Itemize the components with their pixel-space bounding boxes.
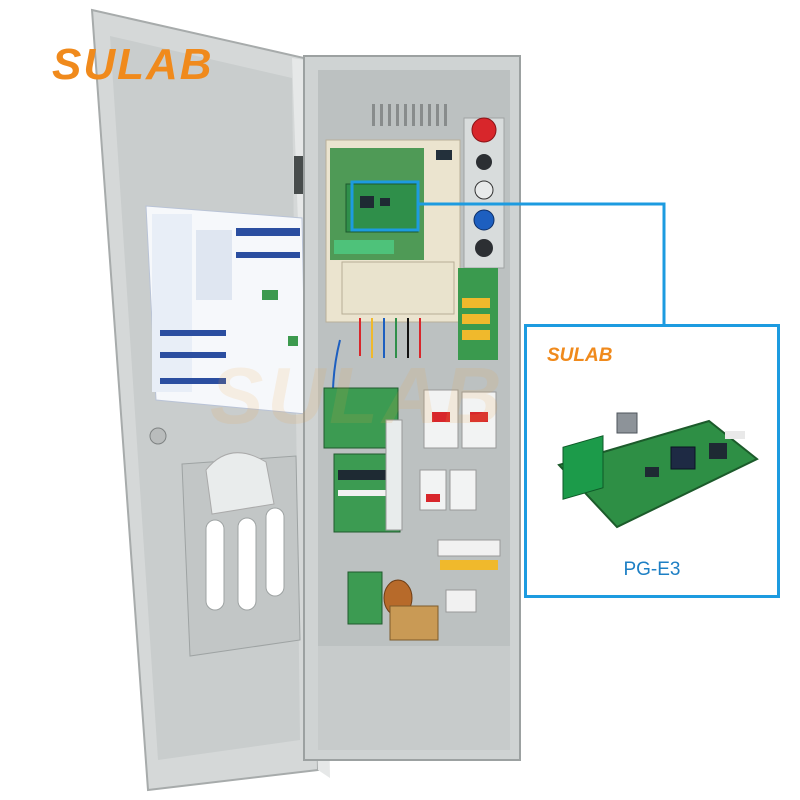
terminal-blocks [437,539,501,613]
product-inset-panel: SULAB PG-E3 [524,324,780,598]
pcb-board-image [557,412,759,529]
pcb-terminal-connector [562,435,604,500]
pcb-chip [670,446,696,470]
relay-board [458,268,498,360]
wiring-diagram-sheet [145,205,307,415]
inset-caption: PG-E3 [623,559,681,580]
contactors [419,389,497,511]
cable-gland-plate [318,646,510,750]
inset-brand-logo: SULAB [547,345,613,366]
door-document-pocket [181,452,301,657]
brand-logo-text: SULAB [52,40,214,89]
emergency-stop-button [471,117,497,143]
brand-logo: SULAB [52,40,214,90]
transformer [347,571,439,641]
main-control-boards [323,387,403,533]
control-switch-panel [463,117,505,269]
door-handle [149,427,167,445]
highlight-box [350,180,420,232]
vent-grill [372,104,447,126]
callout-line [418,202,666,324]
